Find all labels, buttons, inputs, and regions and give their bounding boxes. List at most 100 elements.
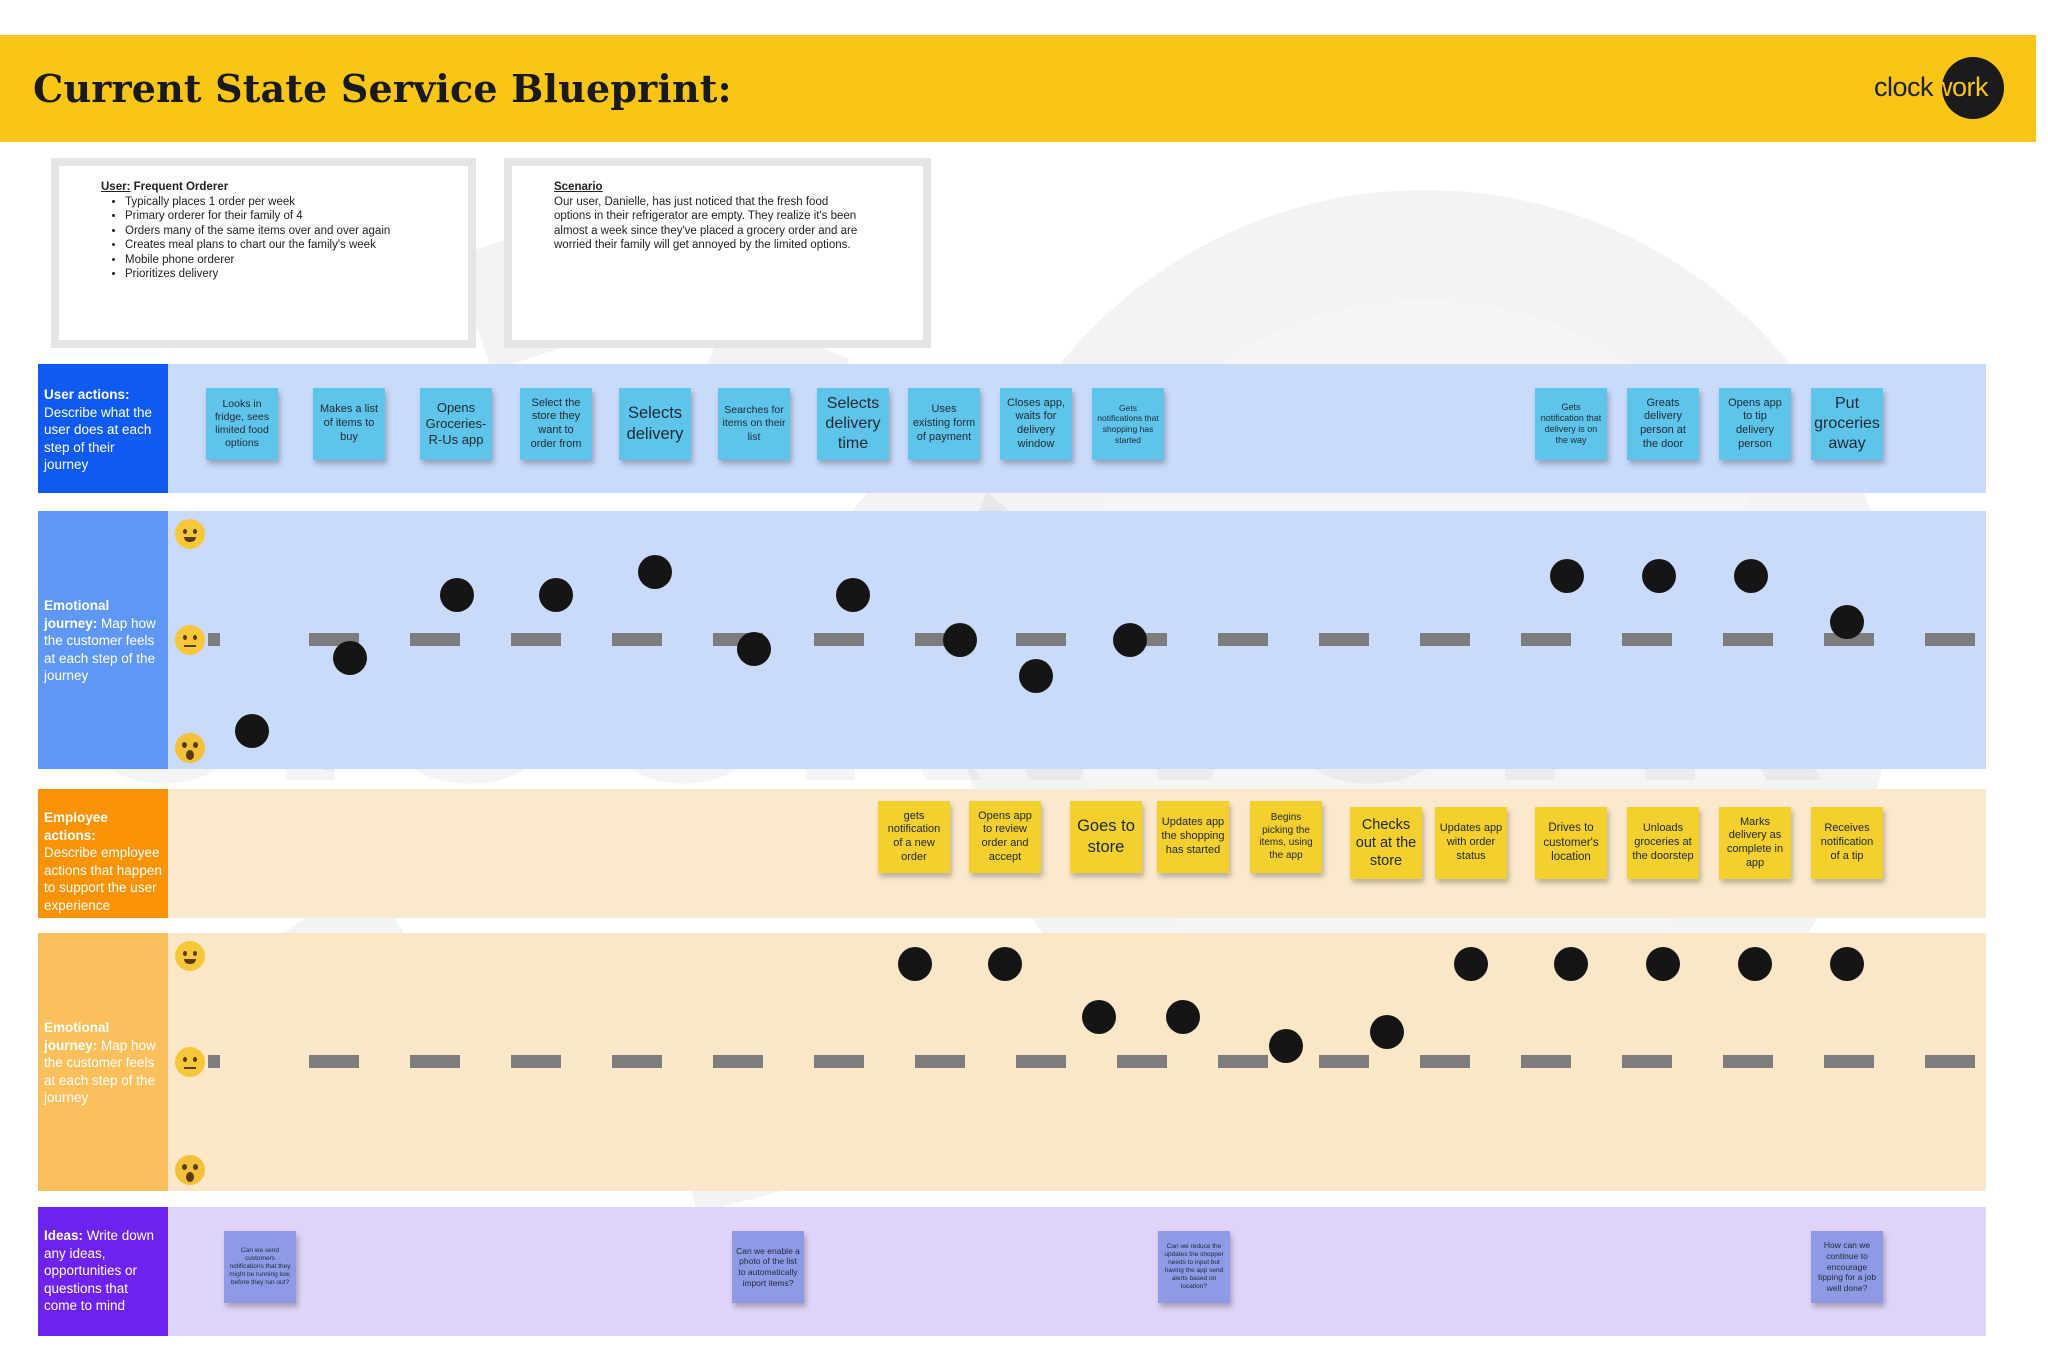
sticky-note[interactable]: gets notification of a new order [878,801,950,873]
neutral-baseline-dash [1016,1055,1066,1068]
logo-circle [1942,57,2004,119]
lane-label-employee-emotion: Emotional journey: Map how the customer … [38,933,168,1191]
emotion-dot[interactable] [235,714,269,748]
idea-sticky-note[interactable]: Can we enable a photo of the list to aut… [732,1231,804,1303]
sticky-note[interactable]: Opens app to review order and accept [969,801,1041,873]
sticky-note[interactable]: Drives to customer's location [1535,807,1607,879]
idea-sticky-note[interactable]: Can we send customers notifications that… [224,1231,296,1303]
persona-item: Typically places 1 order per week [125,195,438,210]
emotion-dot[interactable] [898,947,932,981]
neutral-baseline-dash [1420,633,1470,646]
persona-item: Orders many of the same items over and o… [125,224,438,239]
lane-body-employee-actions: gets notification of a new order Opens a… [168,789,1986,918]
sticky-note[interactable]: Opens app to tip delivery person [1719,388,1791,460]
neutral-baseline-dash [410,1055,460,1068]
neutral-baseline-dash [410,633,460,646]
lane-user-emotion: Emotional journey: Map how the customer … [38,511,1986,769]
emotion-dot[interactable] [440,577,474,612]
lane-ideas: Ideas: Write down any ideas, opportuniti… [38,1207,1986,1336]
happy-emoji-icon [175,519,205,549]
logo-part-clock: clock [1874,72,1934,102]
sticky-note[interactable]: Uses existing form of payment [908,388,980,460]
neutral-baseline-dash [1723,633,1773,646]
persona-card: User: Frequent Orderer Typically places … [51,158,476,348]
sticky-note[interactable]: Makes a list of items to buy [313,388,385,460]
emotion-dot[interactable] [1019,659,1053,694]
idea-sticky-note[interactable]: Can we reduce the updates the shopper ne… [1158,1231,1230,1303]
lane-label-ideas: Ideas: Write down any ideas, opportuniti… [38,1207,168,1336]
neutral-baseline-dash [1824,1055,1874,1068]
scared-emoji-icon [175,1155,205,1185]
emotion-dot[interactable] [1370,1014,1404,1049]
emotion-dot[interactable] [1454,947,1488,981]
scenario-heading: Scenario [554,180,867,195]
scenario-text: Our user, Danielle, has just noticed tha… [554,195,858,252]
page-title: Current State Service Blueprint: [33,66,732,111]
lane-label-user-emotion: Emotional journey: Map how the customer … [38,511,168,769]
lane-title: Employee actions: [44,810,108,843]
neutral-baseline-dash [814,1055,864,1068]
neutral-baseline-dash [713,1055,763,1068]
idea-sticky-note[interactable]: How can we continue to encourage tipping… [1811,1231,1883,1303]
sticky-note[interactable]: Gets notification that delivery is on th… [1535,388,1607,460]
lane-title: User actions: [44,387,130,402]
sticky-note[interactable]: Opens Groceries-R-Us app [420,388,492,460]
emotion-dot[interactable] [1550,559,1584,594]
lane-title: Emotional journey: [44,598,110,631]
neutral-baseline-dash [1218,1055,1268,1068]
emotion-dot[interactable] [943,623,977,657]
sticky-note[interactable]: Updates app with order status [1435,807,1507,879]
emotion-dot[interactable] [836,577,870,612]
sticky-note[interactable]: Unloads groceries at the doorstep [1627,807,1699,879]
neutral-emoji-icon [175,625,205,655]
emotion-dot[interactable] [1113,623,1147,657]
emotion-dot[interactable] [1738,947,1772,981]
lane-label-user-actions: User actions: Describe what the user doe… [38,364,168,493]
sticky-note[interactable]: Put groceries away [1811,388,1883,460]
neutral-baseline-dash [1622,1055,1672,1068]
emotion-dot[interactable] [333,641,367,676]
emotion-dot[interactable] [1642,559,1676,594]
emotion-dot[interactable] [1830,947,1864,981]
persona-label: User: [101,181,131,193]
persona-item: Mobile phone orderer [125,253,438,268]
emotion-dot[interactable] [1082,1000,1116,1035]
neutral-baseline-dash [1016,633,1066,646]
persona-item: Creates meal plans to chart our the fami… [125,238,438,253]
sticky-note[interactable]: Closes app, waits for delivery window [1000,388,1072,460]
emotion-dot[interactable] [988,947,1022,981]
neutral-baseline-dash [1723,1055,1773,1068]
sticky-note[interactable]: Checks out at the store [1350,807,1422,879]
emotion-dot[interactable] [1830,604,1864,639]
sticky-note[interactable]: Updates app the shopping has started [1157,801,1229,873]
sticky-note[interactable]: Select the store they want to order from [520,388,592,460]
emotion-dot[interactable] [1734,559,1768,594]
emotion-dot[interactable] [1646,947,1680,981]
scared-emoji-icon [175,733,205,763]
sticky-note[interactable]: Greats delivery person at the door [1627,388,1699,460]
emotion-dot[interactable] [1269,1029,1303,1064]
emotion-dot[interactable] [638,554,672,589]
neutral-baseline-dash [814,633,864,646]
sticky-note[interactable]: Searches for items on their list [718,388,790,460]
sticky-note[interactable]: Selects delivery [619,388,691,460]
sticky-note[interactable]: Marks delivery as complete in app [1719,807,1791,879]
emotion-dot[interactable] [737,632,771,667]
header-bar [0,35,2036,142]
neutral-baseline-dash [612,1055,662,1068]
happy-emoji-icon [175,941,205,971]
emotion-dot[interactable] [1554,947,1588,981]
neutral-baseline-dash [1925,1055,1975,1068]
lane-desc: Map how the customer feels at each step … [44,1037,156,1106]
sticky-note[interactable]: Begins picking the items, using the app [1250,801,1322,873]
sticky-note[interactable]: Receives notification of a tip [1811,807,1883,879]
emotion-dot[interactable] [1166,1000,1200,1035]
sticky-note[interactable]: Gets notifications that shopping has sta… [1092,388,1164,460]
sticky-note[interactable]: Goes to store [1070,801,1142,873]
sticky-note[interactable]: Selects delivery time [817,388,889,460]
neutral-baseline-dash [915,1055,965,1068]
persona-heading: User: Frequent Orderer [101,180,438,195]
emotion-dot[interactable] [539,577,573,612]
sticky-note[interactable]: Looks in fridge, sees limited food optio… [206,388,278,460]
neutral-baseline-dash [1622,633,1672,646]
